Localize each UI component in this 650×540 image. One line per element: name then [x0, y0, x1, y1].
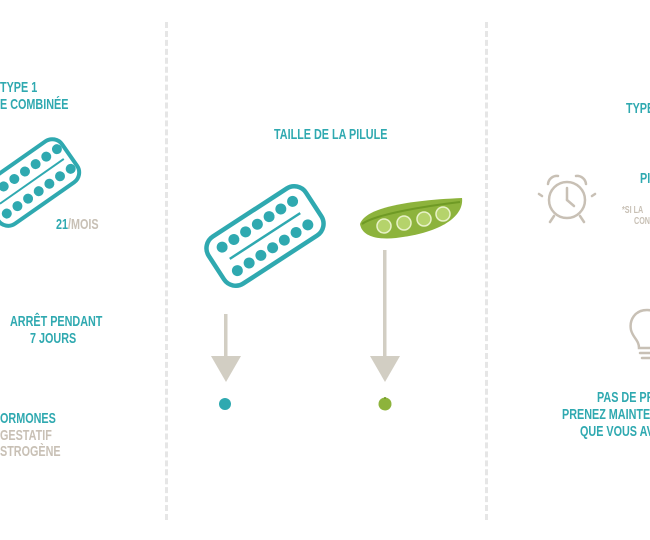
stop-period-line1: ARRÊT PENDANT: [10, 313, 103, 330]
pills-count-unit: /MOIS: [68, 216, 99, 233]
hormones-line2: GESTATIF: [0, 427, 52, 444]
stop-period-line2: 7 JOURS: [30, 330, 77, 347]
right-tip-line1: PAS DE PR: [597, 389, 650, 406]
pea-dot-icon: [378, 397, 392, 411]
right-tip-line3: QUE VOUS AV: [580, 423, 650, 440]
alarm-clock-icon: [537, 174, 597, 224]
right-type-heading: TYPE: [626, 100, 650, 117]
pill-type-line2: E COMBINÉE: [0, 96, 69, 113]
column-divider-right: [485, 22, 488, 520]
light-bulb-icon: [629, 308, 650, 360]
section-title-pill-size: TAILLE DE LA PILULE: [274, 126, 388, 143]
pill-dot-icon: [219, 398, 231, 410]
column-divider-left: [165, 22, 168, 520]
right-footnote-line1: *SI LA: [622, 205, 644, 216]
arrow-down-icon: [370, 250, 400, 382]
right-footnote-line2: CON: [634, 216, 650, 227]
pills-count: 21: [56, 216, 69, 233]
hormones-line1: ORMONES: [0, 410, 56, 427]
pill-pack-icon: [204, 184, 326, 288]
pill-pack-icon: [0, 137, 82, 228]
right-tip-line2: PRENEZ MAINTEN: [562, 406, 650, 423]
right-p-heading: PI: [640, 170, 650, 187]
pea-pod-icon: [360, 198, 463, 239]
arrow-down-icon: [211, 314, 241, 382]
pills-per-month: 21/MOIS: [56, 216, 99, 235]
hormones-line3: STROGÈNE: [0, 443, 61, 460]
pill-type-line1: TYPE 1: [0, 79, 38, 96]
